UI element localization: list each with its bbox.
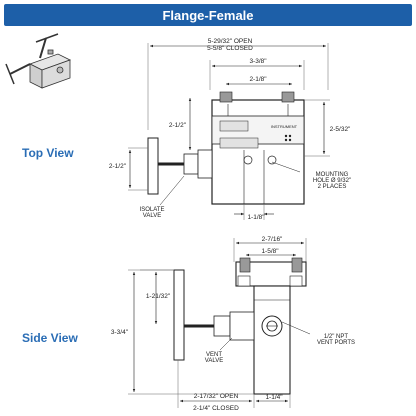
mounting-line3: 2 PLACES <box>318 184 347 190</box>
dim-open: 2-17/32" OPEN <box>194 393 239 400</box>
isolate-bonnet <box>183 153 199 175</box>
vent-valve-line1: VENT <box>206 352 222 358</box>
dim-body-height: 2-1/2" <box>109 163 127 170</box>
isolate-nut <box>197 149 213 179</box>
isolate-line2: VALVE <box>143 213 161 219</box>
bolt-right <box>281 91 295 103</box>
dim-overall-closed: 5-5/8" CLOSED <box>207 45 253 52</box>
page-title: Flange-Female <box>162 7 254 23</box>
mounting-hole-left <box>243 155 253 165</box>
mounting-line1: MOUNTING <box>316 172 349 178</box>
dim-right-side: 1-1/4" <box>265 394 283 401</box>
dim-bottom: 1-1/8" <box>247 214 265 221</box>
top-view-label: Top View <box>22 146 74 160</box>
mounting-line2: HOLE Ø 9/32" <box>313 178 351 184</box>
dim-upper: 1-21/32" <box>146 293 171 300</box>
ports-line1: 1/2" NPT <box>324 334 348 340</box>
isometric-thumbnail <box>5 33 72 89</box>
side-view-label: Side View <box>22 331 78 345</box>
mounting-hole-right <box>267 155 277 165</box>
isolate-handle <box>147 137 159 195</box>
ports-line2: VENT PORTS <box>317 340 355 346</box>
dim-flange: 1-5/8" <box>261 248 279 255</box>
side-bolt-left <box>239 257 251 273</box>
title-banner: Flange-Female <box>4 4 412 26</box>
logo-plate <box>219 120 249 132</box>
bolt-left <box>219 91 233 103</box>
vent-bonnet <box>213 315 231 337</box>
dim-right: 2-5/32" <box>330 126 351 133</box>
dim-height: 3-3/4" <box>111 329 129 336</box>
top-body <box>211 99 305 205</box>
isolate-line1: ISOLATE <box>140 207 165 213</box>
side-body <box>253 285 291 395</box>
dim-top-width: 2-7/16" <box>262 236 283 243</box>
top-view-drawing: 5-29/32" OPEN 5-5/8" CLOSED 3-3/8" 2-1/8… <box>109 38 351 221</box>
vent-valve-line2: VALVE <box>205 358 223 364</box>
logo-plate-lower <box>219 137 259 149</box>
dim-overall-open: 5-29/32" OPEN <box>208 38 253 45</box>
dim-closed: 2-1/4" CLOSED <box>193 405 239 412</box>
dim-bolt: 2-1/8" <box>249 76 267 83</box>
side-bolt-right <box>291 257 303 273</box>
side-view-drawing: 2-7/16" 1-5/8" 1-21/32" 3-3/4" VENT VAL <box>111 236 355 412</box>
plate-text: INSTRUMENT <box>271 124 298 129</box>
dim-width: 3-3/8" <box>249 58 267 65</box>
dim-handle: 2-1/2" <box>169 122 187 129</box>
vent-handle <box>173 269 185 361</box>
vent-nut <box>229 311 255 341</box>
